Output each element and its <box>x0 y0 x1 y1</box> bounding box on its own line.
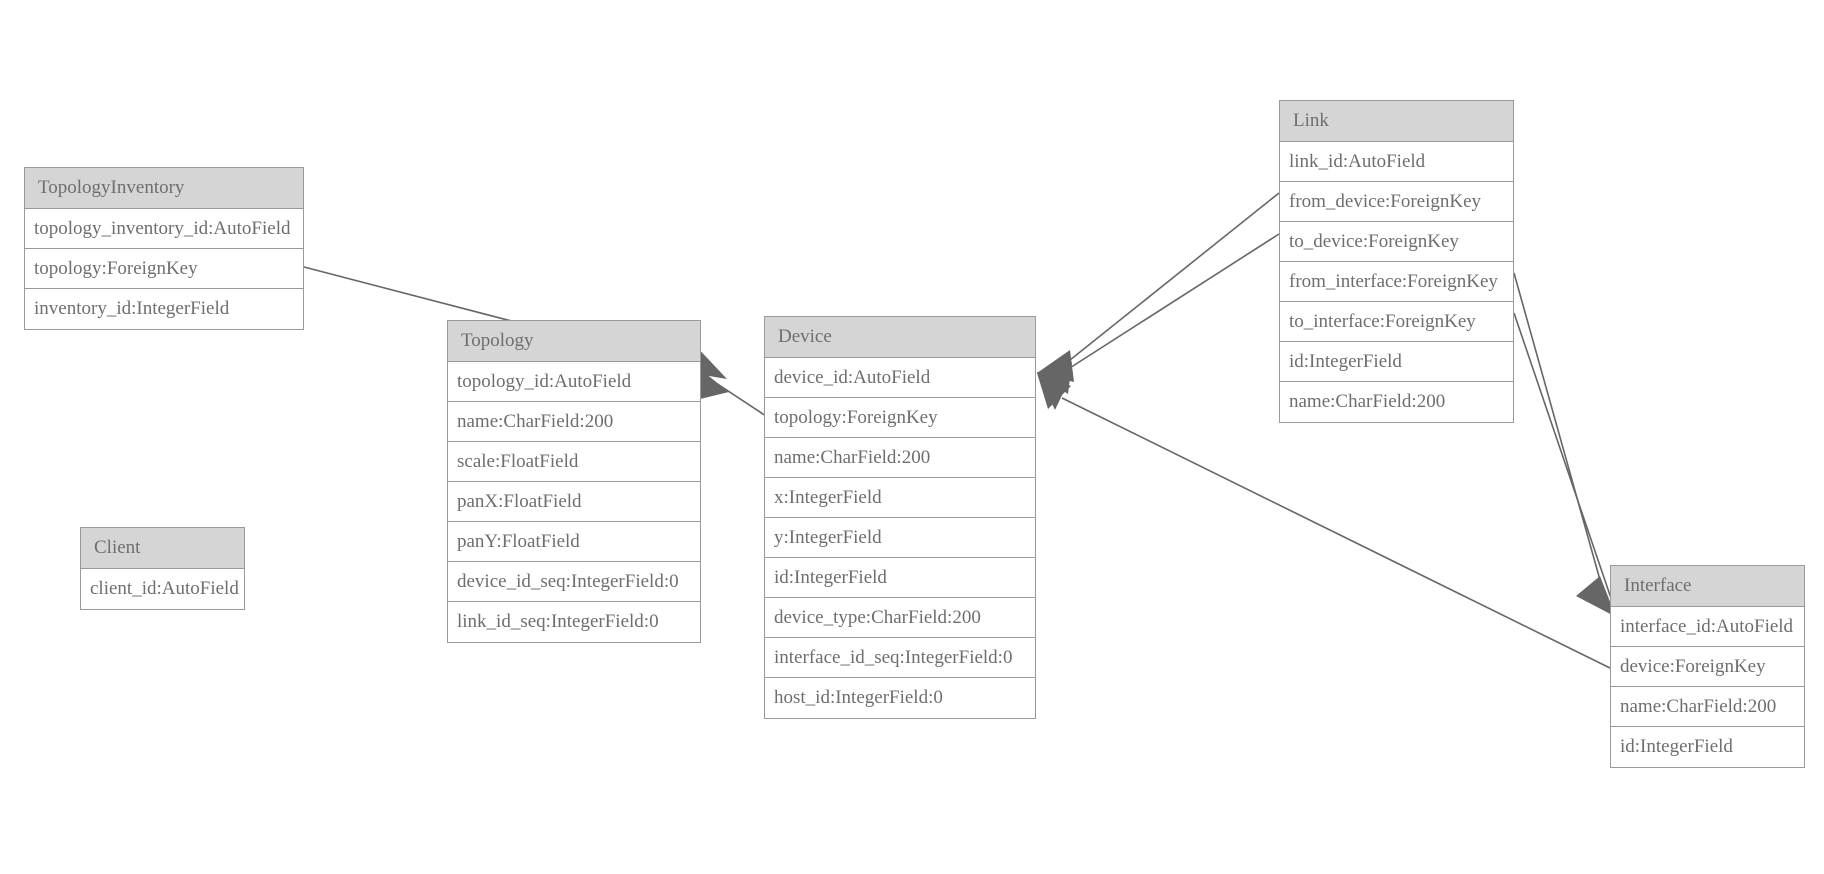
relation-link-from-device-to-device <box>1037 192 1280 382</box>
entity-field: name:CharField:200 <box>765 438 1035 478</box>
entity-field: id:IntegerField <box>1280 342 1513 382</box>
entity-title-interface: Interface <box>1611 566 1804 607</box>
entity-field: id:IntegerField <box>765 558 1035 598</box>
entity-field: name:CharField:200 <box>1289 391 1446 412</box>
entity-field: interface_id_seq:IntegerField:0 <box>765 638 1035 678</box>
entity-field: topology_inventory_id:AutoField <box>25 209 303 249</box>
entity-field: panY:FloatField <box>448 522 700 562</box>
entity-field-list-client: client_id:AutoField <box>81 569 244 609</box>
relation-link-to-device-to-device <box>1037 233 1280 394</box>
entity-field: from_device:ForeignKey <box>1280 182 1513 222</box>
entity-field: panX:FloatField <box>448 482 700 522</box>
entity-field: interface_id:AutoField <box>1611 607 1804 647</box>
entity-title-client: Client <box>81 528 244 569</box>
entity-field: device:ForeignKey <box>1611 647 1804 687</box>
entity-field: topology_id:AutoField <box>448 362 700 402</box>
entity-field: host_id:IntegerField:0 <box>774 687 943 708</box>
entity-field: link_id:AutoField <box>1280 142 1513 182</box>
relation-arrowhead-device-right <box>1037 372 1073 410</box>
entity-field: device_id_seq:IntegerField:0 <box>448 562 700 602</box>
entity-field: link_id_seq:IntegerField:0 <box>457 611 659 632</box>
entity-field: id:IntegerField <box>1620 736 1733 757</box>
entity-field: device_type:CharField:200 <box>765 598 1035 638</box>
relation-link-to-interface-to-interface <box>1513 312 1616 617</box>
entity-field: y:IntegerField <box>765 518 1035 558</box>
entity-field: x:IntegerField <box>765 478 1035 518</box>
relation-device-to-topology <box>700 370 767 417</box>
entity-title-device: Device <box>765 317 1035 358</box>
entity-field: to_interface:ForeignKey <box>1280 302 1513 342</box>
entity-box-client[interactable]: Client client_id:AutoField <box>80 527 245 610</box>
entity-field: inventory_id:IntegerField <box>34 298 230 319</box>
entity-field: name:CharField:200 <box>1611 687 1804 727</box>
entity-field: scale:FloatField <box>448 442 700 482</box>
relation-link-from-interface-to-interface <box>1513 272 1608 606</box>
entity-field: from_interface:ForeignKey <box>1280 262 1513 302</box>
entity-field: client_id:AutoField <box>90 578 239 599</box>
entity-title-link: Link <box>1280 101 1513 142</box>
entity-field: topology:ForeignKey <box>765 398 1035 438</box>
entity-field: name:CharField:200 <box>448 402 700 442</box>
entity-field: to_device:ForeignKey <box>1280 222 1513 262</box>
entity-title-topology: Topology <box>448 321 700 362</box>
entity-title-topology_inventory: TopologyInventory <box>25 168 303 209</box>
entity-field: device_id:AutoField <box>765 358 1035 398</box>
entity-field: topology:ForeignKey <box>25 249 303 289</box>
